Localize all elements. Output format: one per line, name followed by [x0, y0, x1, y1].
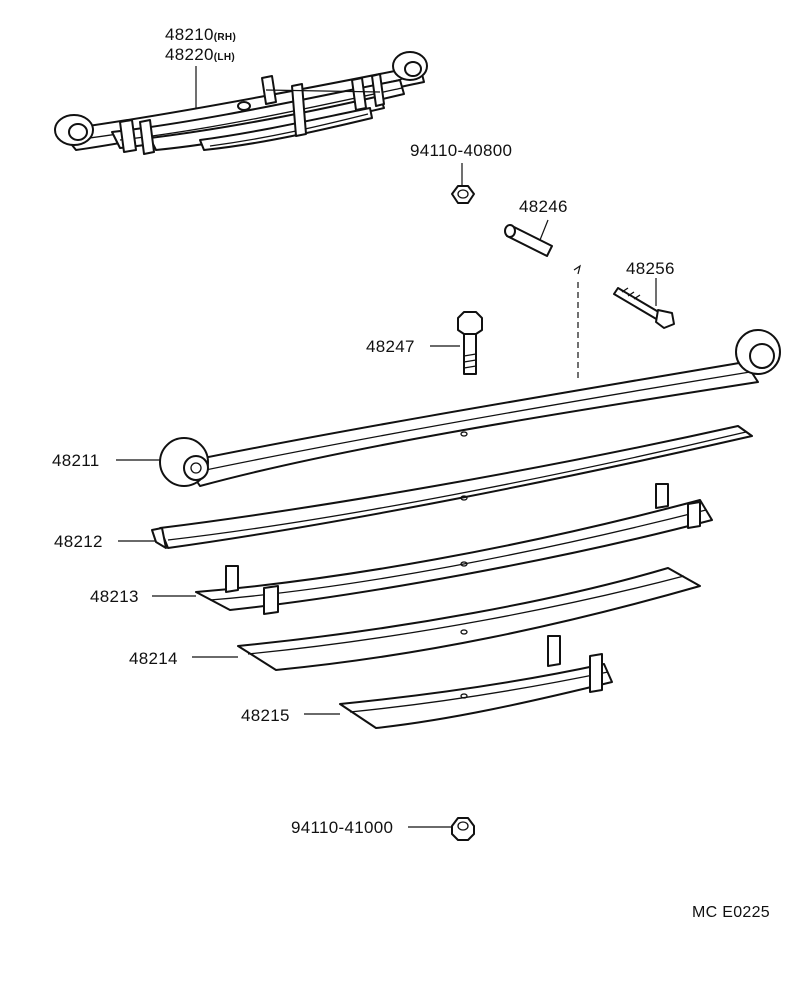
main-leaf-drawing — [159, 329, 781, 487]
leader-lines — [116, 66, 657, 828]
part-number-48247: 48247 — [366, 337, 415, 356]
nut-drawing-top — [451, 185, 475, 204]
part-number-48210-suffix: (RH) — [213, 32, 237, 43]
part-number-48213: 48213 — [90, 587, 139, 606]
diagram-code: MC E0225 — [692, 904, 770, 921]
part-number-48212: 48212 — [54, 532, 103, 551]
part-number-48215: 48215 — [241, 706, 290, 725]
part-number-94110-40800: 94110-40800 — [410, 141, 513, 160]
part-number-48256: 48256 — [626, 259, 675, 278]
leaf-spring-assembly-drawing — [54, 51, 428, 155]
part-number-48220-suffix: (LH) — [213, 52, 235, 63]
nut-drawing-bottom — [451, 817, 475, 841]
center-bolt-drawing — [457, 311, 483, 375]
part-number-94110-41000: 94110-41000 — [291, 818, 394, 837]
side-bolt-drawing — [613, 287, 675, 329]
part-number-48210-number: 48210 — [165, 25, 214, 44]
part-number-48214: 48214 — [129, 649, 178, 668]
center-line — [573, 264, 581, 378]
leaf-2-drawing — [151, 425, 753, 549]
part-number-48220-number: 48220 — [165, 45, 214, 64]
leaf-5-drawing — [339, 635, 613, 729]
part-number-48211: 48211 — [52, 451, 100, 470]
part-number-48210: 48210(RH) — [165, 26, 236, 43]
pin-drawing — [504, 224, 553, 257]
leaf-3-drawing — [195, 483, 713, 615]
part-number-48220: 48220(LH) — [165, 46, 235, 63]
part-number-48246: 48246 — [519, 197, 568, 216]
leaf-4-drawing — [237, 567, 701, 671]
